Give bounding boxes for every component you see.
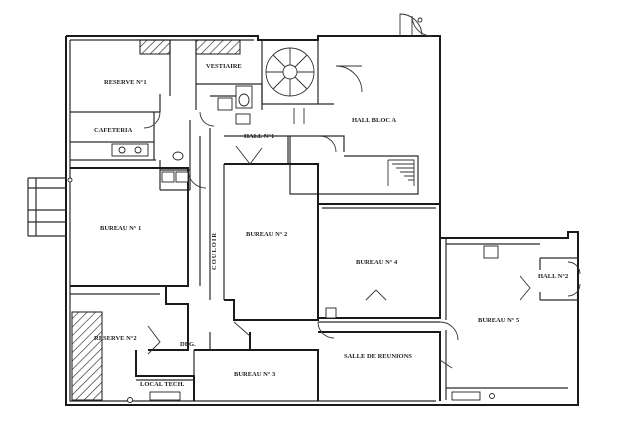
- spiral-staircase: [265, 47, 315, 97]
- fixtures: [67, 17, 499, 403]
- label-deg: DEG.: [180, 341, 196, 348]
- label-bureau2: BUREAU N° 2: [246, 231, 287, 238]
- label-vestiaire: VESTIAIRE: [206, 63, 242, 70]
- label-hall-bloc-a: HALL BLOC A: [352, 117, 396, 124]
- interior-walls: [70, 40, 578, 401]
- label-bureau5: BUREAU N° 5: [478, 317, 520, 324]
- label-bureau4: BUREAU N° 4: [356, 259, 398, 266]
- straight-staircase: [387, 159, 415, 186]
- hatched-zones: [71, 39, 241, 401]
- doors: [143, 13, 581, 369]
- label-hall1: HALL N°1: [244, 133, 274, 140]
- label-reserve1: RESERVE N°1: [104, 79, 147, 86]
- label-bureau3: BUREAU N° 3: [234, 371, 276, 378]
- label-bureau1: BUREAU N° 1: [100, 225, 141, 232]
- label-salle-reunions: SALLE DE REUNIONS: [344, 353, 412, 360]
- label-reserve2: RESERVE N°2: [94, 335, 137, 342]
- room-labels: RESERVE N°1 VESTIAIRE CAFETERIA HALL N°1…: [94, 63, 568, 388]
- label-hall2: HALL N°2: [538, 273, 568, 280]
- label-local-tech: LOCAL TECH.: [140, 381, 185, 388]
- label-couloir: COULOIR: [211, 232, 218, 270]
- label-cafeteria: CAFETERIA: [94, 127, 133, 134]
